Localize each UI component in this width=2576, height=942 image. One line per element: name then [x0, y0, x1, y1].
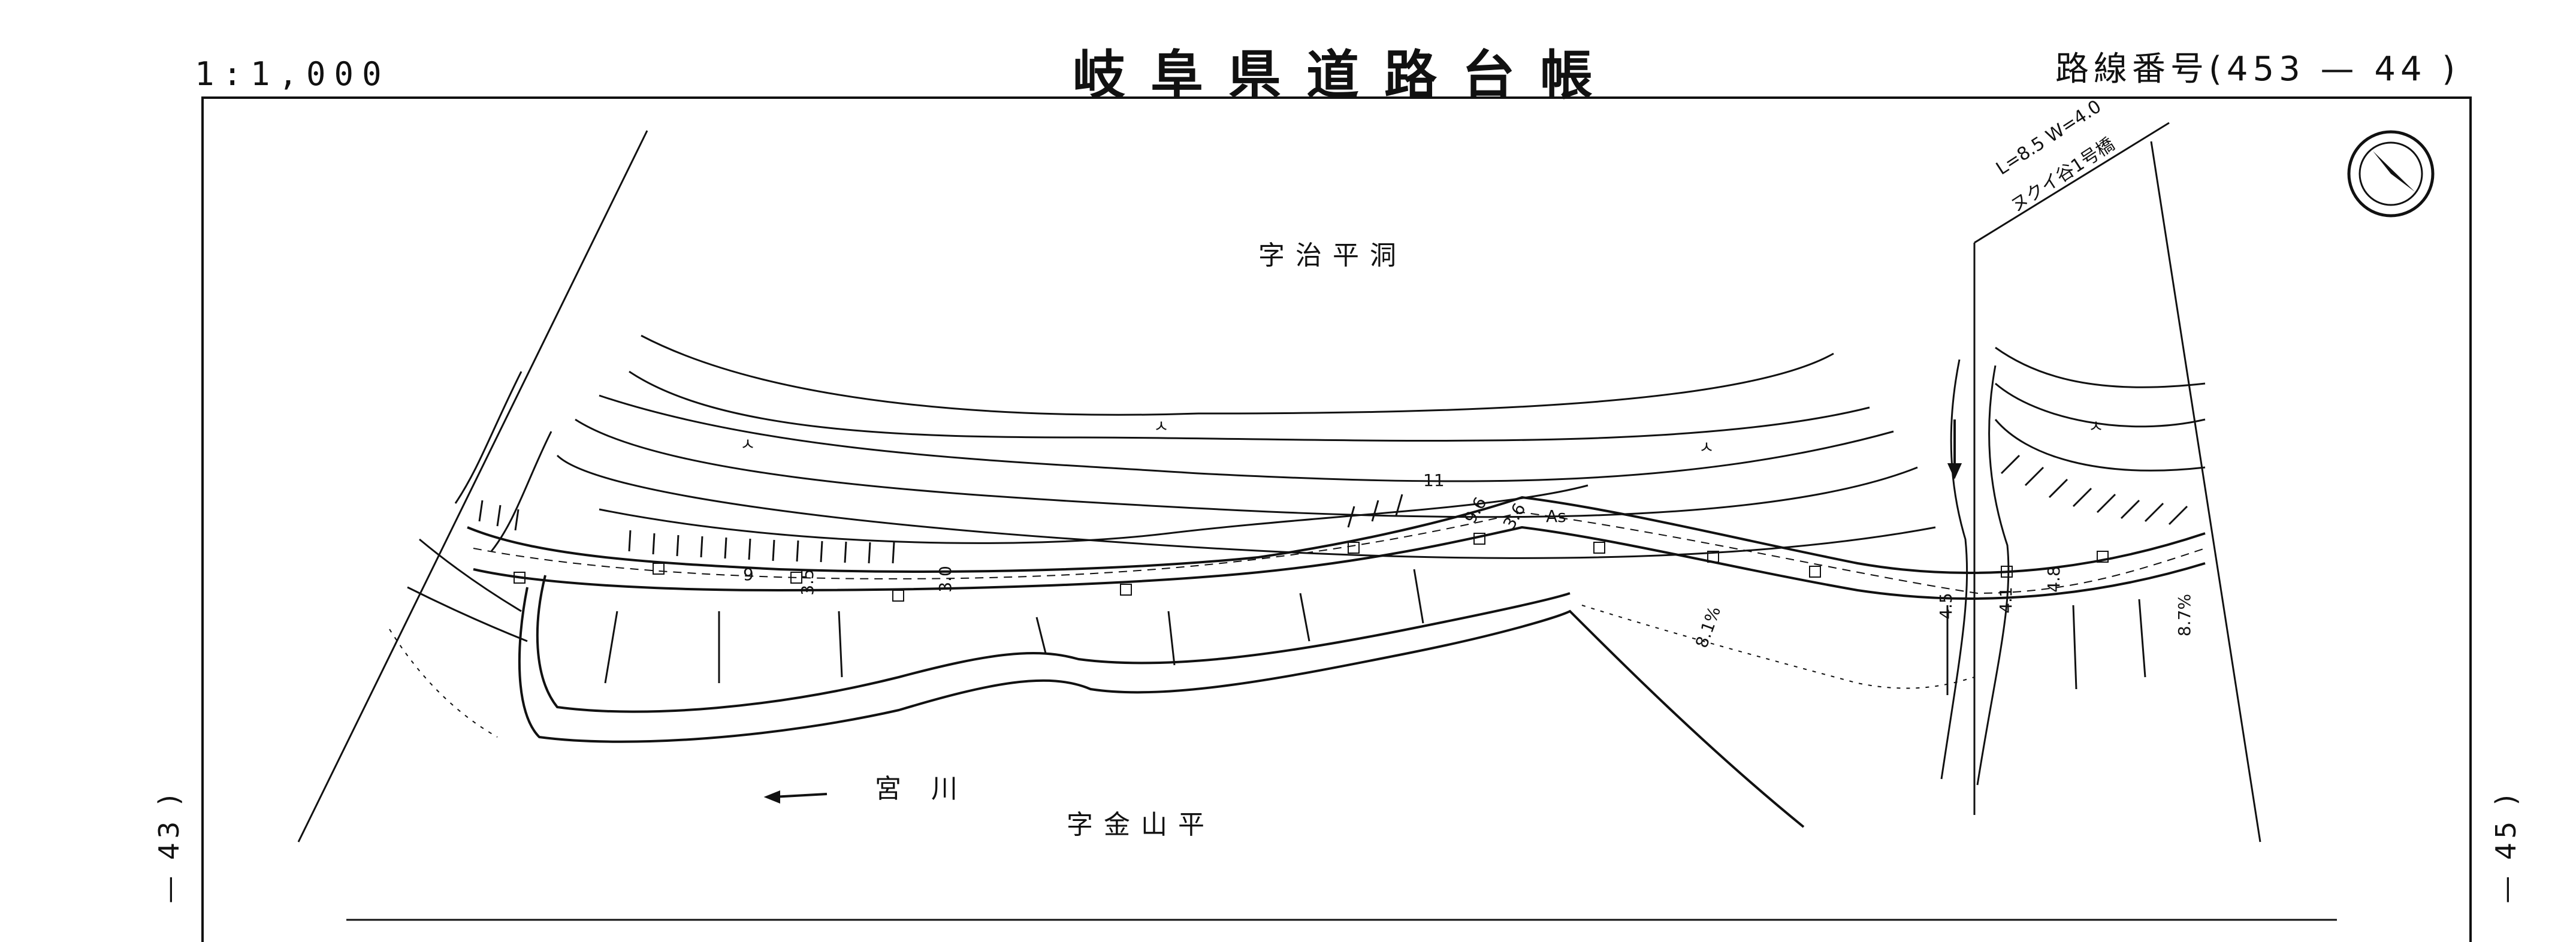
river-label: 宮 川 [875, 774, 968, 804]
contour-lines [407, 334, 2206, 642]
dim-label: 4.5 [1935, 593, 1956, 620]
road-centerline [473, 511, 2206, 594]
route-number: 路線番号(453 — 44 ) [2055, 50, 2460, 89]
dim-label: 3.5 [797, 569, 817, 596]
dim-label: 4.8 [2043, 566, 2064, 593]
river-dotted-edge [389, 605, 1975, 738]
dim-label: As [1546, 506, 1566, 526]
road-edges [467, 496, 2206, 600]
vegetation-symbol: ㅅ [1699, 437, 1714, 457]
dim-label: 9 [743, 564, 754, 584]
place-label-kanayama: 字金山平 [1067, 810, 1215, 840]
dim-label: 4.1 [1995, 587, 2016, 614]
place-label-ujihira: 字治平洞 [1258, 240, 1407, 271]
scale-label: 1:1,000 [195, 55, 390, 93]
dim-label: 11 [1423, 470, 1445, 490]
sheet-boundary [297, 122, 2261, 843]
map-frame [201, 96, 2472, 942]
slope-hachures [478, 454, 2188, 564]
side-stream [1940, 359, 2010, 786]
dim-label: 3.0 [935, 566, 955, 593]
embankment-ticks [604, 569, 2146, 695]
page-title: 岐阜県道路台帳 [1073, 44, 1618, 106]
road-markers [514, 533, 2109, 602]
river-flow-arrow [763, 790, 828, 804]
north-arrow-icon [2347, 130, 2435, 218]
vegetation-symbol: ㅅ [2088, 416, 2104, 436]
vegetation-symbol: ㅅ [1153, 416, 1169, 436]
stream-flow-arrow [1947, 419, 1962, 479]
river-bank [518, 575, 1805, 828]
vegetation-symbol: ㅅ [740, 434, 756, 454]
dim-label: 8.7% [2175, 593, 2195, 637]
